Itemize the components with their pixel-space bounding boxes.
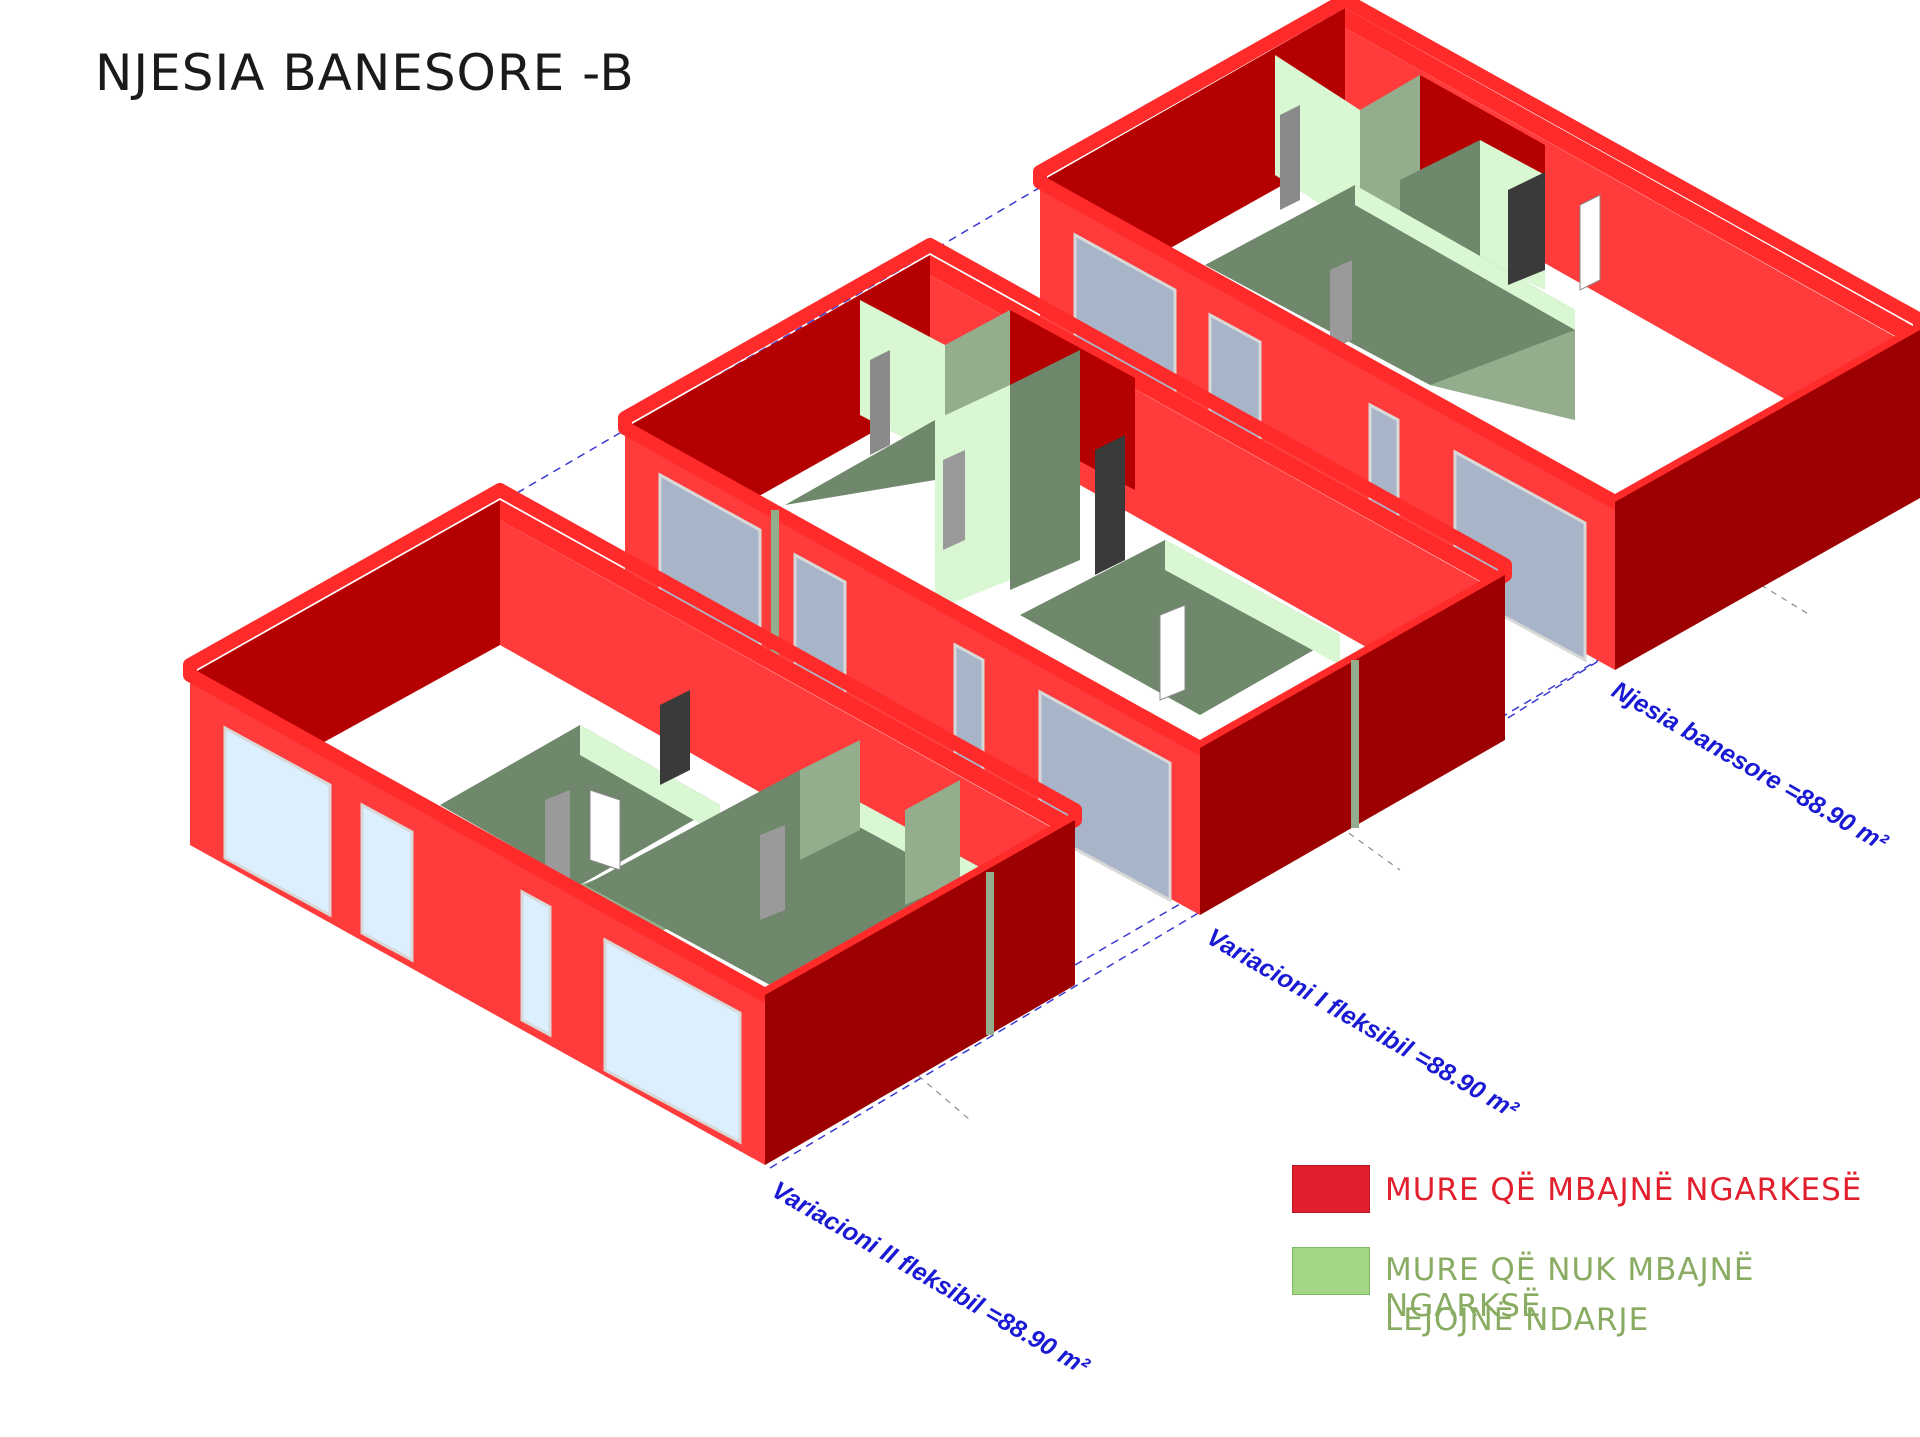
- legend-label-non-load-bearing: MURE QË NUK MBAJNË NGARKSË: [1385, 1252, 1755, 1324]
- unit-variacioni-ii: [183, 483, 1082, 1165]
- unit-variacioni-i: [618, 238, 1512, 915]
- legend-label-partition: LEJOJNË NDARJE: [1385, 1302, 1650, 1338]
- unit-label-njesia-banesore: Njesia banesore =88.90 m²: [1607, 676, 1893, 857]
- page-title: NJESIA BANESORE -B: [95, 44, 635, 102]
- unit-label-variacioni-i: Variacioni I fleksibil =88.90 m²: [1202, 923, 1523, 1125]
- legend-swatch-load-bearing: [1292, 1165, 1370, 1213]
- legend-swatch-non-load-bearing: [1292, 1247, 1370, 1295]
- legend-label-load-bearing: MURE QË MBAJNË NGARKESË: [1385, 1172, 1863, 1208]
- unit-label-variacioni-ii: Variacioni II fleksibil =88.90 m²: [767, 1176, 1094, 1381]
